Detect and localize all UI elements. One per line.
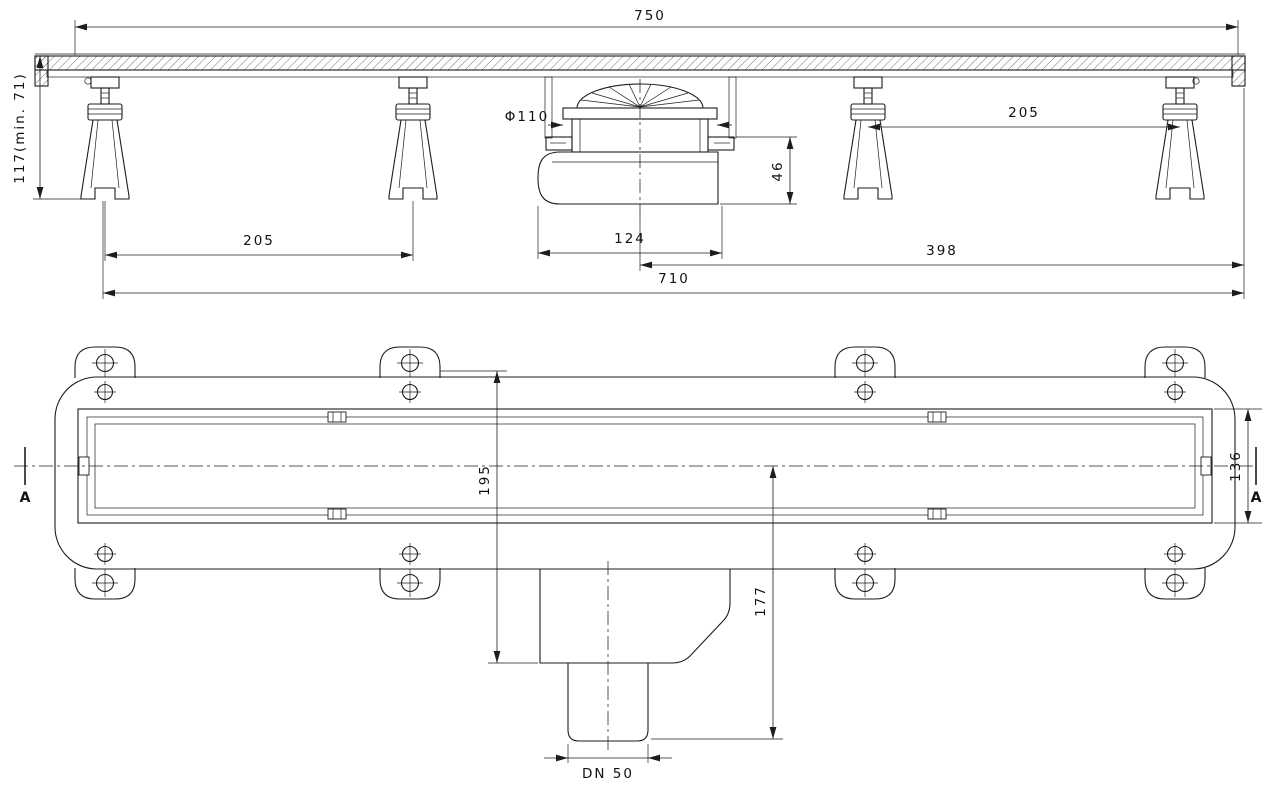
end-cap-right xyxy=(1231,55,1246,87)
dim-46-label: 46 xyxy=(770,160,786,181)
dim-124-label: 124 xyxy=(614,231,646,247)
dim-overall-top: 750 xyxy=(74,8,1239,55)
end-cap-left xyxy=(34,55,49,87)
dim-trap-diameter: Φ110 xyxy=(505,109,732,129)
dim-117-label: 117(min. 71) xyxy=(12,72,28,184)
dim-outlet-drop: 177 xyxy=(651,466,783,740)
body-outline xyxy=(54,376,1236,570)
mounting-ears-bottom xyxy=(74,568,1206,600)
adjustable-foot-2 xyxy=(388,76,438,200)
section-label-right: A xyxy=(1251,490,1262,506)
fixing-screw-left xyxy=(84,77,92,85)
dim-195-label: 195 xyxy=(477,464,493,496)
grate-clips xyxy=(78,411,1212,520)
adjustable-foot-3 xyxy=(843,76,893,200)
dome-strainer-ribs xyxy=(580,83,700,108)
dim-136-label: 136 xyxy=(1228,450,1244,482)
dim-205-right-label: 205 xyxy=(1008,105,1040,121)
trap-hanger-right xyxy=(728,76,737,139)
dim-installation-height: 117(min. 71) xyxy=(12,56,81,200)
dim-phi110-label: Φ110 xyxy=(505,109,549,125)
channel-profile xyxy=(34,53,1246,87)
dim-pipe-size: DN 50 xyxy=(544,744,672,782)
outlet-housing xyxy=(539,569,731,664)
dome-strainer xyxy=(576,83,704,109)
section-marker-right: A xyxy=(1251,447,1262,506)
adjustable-foot-1 xyxy=(80,76,130,200)
mounting-ears-top xyxy=(74,346,1206,378)
outlet-plan xyxy=(539,561,731,753)
adjustable-foot-4 xyxy=(1155,76,1205,200)
elevation-view: 750 117(min. 71) Φ110 46 205 xyxy=(12,8,1246,299)
dim-outlet-height: 46 xyxy=(720,136,797,205)
dim-trap-width: 124 xyxy=(537,206,723,259)
section-label-left: A xyxy=(20,490,31,506)
dim-750-label: 750 xyxy=(634,8,666,24)
dim-leg-spacing-right: 205 xyxy=(868,105,1180,131)
dim-dn50-label: DN 50 xyxy=(582,766,634,782)
trap-tab-right xyxy=(707,136,735,151)
fixing-screw-right xyxy=(1192,77,1200,85)
trap-outlet xyxy=(537,151,719,205)
trap-tab-left xyxy=(545,136,573,151)
trap-hanger-left xyxy=(544,76,553,139)
dim-overall-depth: 195 xyxy=(440,370,538,664)
dim-398-label: 398 xyxy=(926,243,958,259)
dim-overall-bottom: 710 xyxy=(102,201,1244,299)
section-marker-left: A xyxy=(20,447,31,506)
dim-leg-spacing-left: 205 xyxy=(104,201,414,261)
dim-center-to-end: 398 xyxy=(639,88,1245,299)
dim-710-label: 710 xyxy=(658,271,690,287)
plan-view: A A 195 136 177 xyxy=(14,346,1262,782)
drain-trap-assembly xyxy=(537,76,737,218)
dim-channel-depth: 136 xyxy=(1214,408,1262,524)
dim-177-label: 177 xyxy=(753,585,769,617)
dim-205-left-label: 205 xyxy=(243,233,275,249)
flange-screw-holes xyxy=(94,381,1186,565)
